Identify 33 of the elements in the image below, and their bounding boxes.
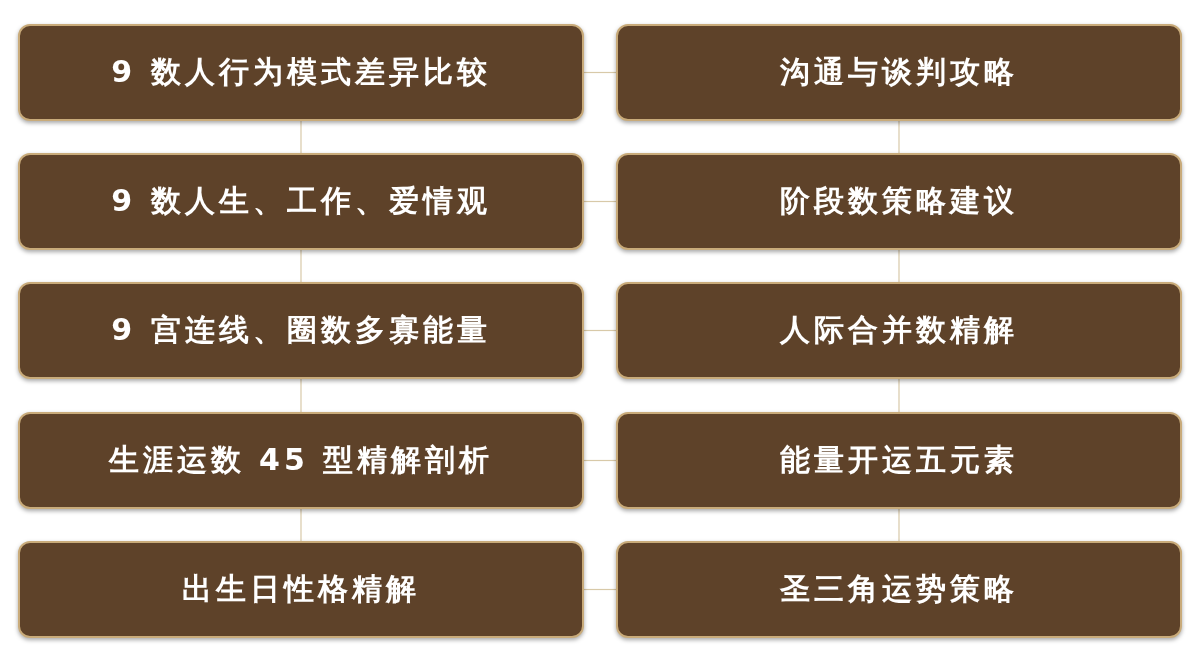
- topic-text: 出生日性格精解: [182, 570, 420, 608]
- topic-text: 生涯运数 45 型精解剖析: [108, 441, 494, 479]
- connector-line: [898, 378, 900, 413]
- topic-box: [616, 153, 1182, 250]
- connector-line: [300, 508, 302, 542]
- topic-box: [616, 282, 1182, 379]
- topic-box: [616, 541, 1182, 638]
- topic-box: [616, 412, 1182, 509]
- connector-line: [300, 378, 302, 413]
- topic-text: 能量开运五元素: [780, 441, 1018, 479]
- topic-box: [616, 24, 1182, 121]
- topic-text: 9 宫连线、圈数多寡能量: [111, 311, 491, 349]
- connector-line: [300, 249, 302, 283]
- topic-text: 9 数人生、工作、爱情观: [111, 182, 491, 220]
- topic-text: 沟通与谈判攻略: [780, 53, 1018, 91]
- topic-box: [18, 412, 584, 509]
- connector-line: [898, 508, 900, 542]
- connector-line: [583, 329, 617, 332]
- topic-text: 9 数人行为模式差异比较: [111, 53, 491, 91]
- topic-text: 阶段数策略建议: [780, 182, 1018, 220]
- topic-box: [18, 282, 584, 379]
- connector-line: [583, 588, 617, 591]
- connector-line: [898, 249, 900, 283]
- topic-text: 圣三角运势策略: [780, 570, 1018, 608]
- topic-text: 人际合并数精解: [780, 311, 1018, 349]
- connector-line: [300, 120, 302, 154]
- connector-line: [898, 120, 900, 154]
- connector-line: [583, 71, 617, 74]
- topic-box: [18, 24, 584, 121]
- topic-box: [18, 541, 584, 638]
- connector-line: [583, 459, 617, 462]
- topic-box: [18, 153, 584, 250]
- connector-line: [583, 200, 617, 203]
